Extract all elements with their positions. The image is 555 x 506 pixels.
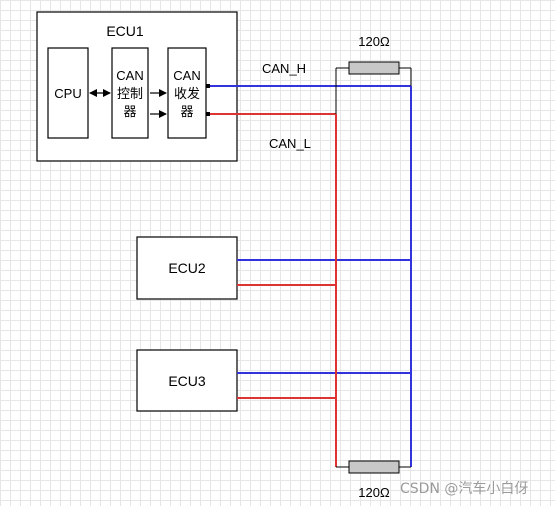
can-transceiver-label-line2: 收发: [174, 86, 200, 101]
resistor-top-label: 120Ω: [358, 34, 390, 49]
can-transceiver-label-line3: 器: [180, 104, 193, 119]
can-controller-box: [111, 47, 149, 139]
ecu1-node: ECU1 CPU CAN 控制 器 CAN 收发 器: [36, 11, 238, 162]
ecu2-box: [136, 236, 238, 300]
ecu3-node: ECU3: [136, 349, 238, 412]
watermark: CSDN @汽车小白伢: [400, 481, 529, 497]
can-h-bus: [210, 85, 412, 467]
ecu2-node: ECU2: [136, 236, 238, 300]
resistor-bottom: [348, 460, 400, 474]
can-l-bus: [210, 113, 337, 467]
can-l-pin: [206, 112, 210, 116]
can-controller-label-line1: CAN: [116, 68, 143, 83]
resistor-bottom-label: 120Ω: [358, 485, 390, 500]
terminator-top: 120Ω: [335, 34, 412, 114]
can-transceiver-label-line1: CAN: [173, 68, 200, 83]
can-controller-label-line3: 器: [123, 104, 136, 119]
can-l-label: CAN_L: [269, 136, 311, 151]
ecu3-title: ECU3: [168, 373, 206, 389]
terminator-bottom: 120Ω: [336, 460, 411, 500]
ecu2-title: ECU2: [168, 260, 206, 276]
cpu-box: [47, 47, 89, 139]
cpu-label: CPU: [54, 86, 81, 101]
can-h-label: CAN_H: [262, 61, 306, 76]
can-transceiver-box: [167, 47, 207, 139]
ecu1-title: ECU1: [106, 23, 144, 39]
can-h-pin: [206, 84, 210, 88]
resistor-top: [348, 61, 400, 75]
can-controller-label-line2: 控制: [117, 86, 143, 101]
ecu3-box: [136, 349, 238, 412]
